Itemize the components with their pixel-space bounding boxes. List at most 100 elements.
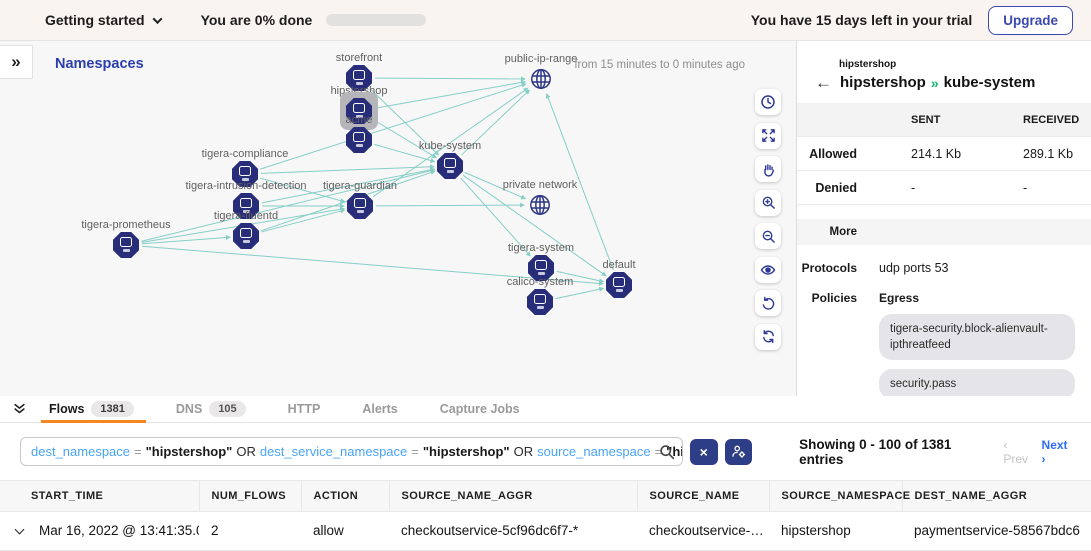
column-header-source_name[interactable]: SOURCE_NAME [637, 480, 770, 512]
stats-received-value: - [1023, 180, 1028, 195]
filter-token-op: = [134, 444, 142, 459]
back-arrow-icon[interactable]: ← [815, 73, 832, 92]
namespace-icon [233, 193, 259, 219]
tab-label: DNS [175, 401, 203, 416]
column-header-start_time[interactable]: START_TIME [0, 480, 200, 512]
graph-edge-hipstershop-to-public-ip-range [374, 80, 527, 109]
graph-node-private-network[interactable] [527, 192, 553, 218]
clear-filter-button[interactable]: × [689, 438, 718, 465]
cell-num_flows: 2 [211, 523, 219, 539]
filter-token-op: = [411, 444, 419, 459]
graph-node-tigera-fluentd[interactable] [233, 223, 259, 249]
policy-pill[interactable]: tigera-security.block-alienvault-ipthrea… [879, 314, 1075, 361]
egress-label: Egress [879, 291, 920, 305]
fit-screen-icon [761, 129, 775, 142]
graph-node-calico-system[interactable] [527, 289, 553, 315]
column-header-source_name_aggr[interactable]: SOURCE_NAME_AGGR [389, 480, 638, 512]
graph-node-tigera-prometheus[interactable] [113, 232, 139, 258]
monitor-base-shape [446, 170, 454, 173]
monitor-base-shape [242, 210, 250, 213]
protocols-label: Protocols [801, 261, 857, 275]
row-expander-chevron-icon[interactable] [14, 524, 25, 535]
graph-node-tigera-system[interactable] [528, 255, 554, 281]
graph-edge-tigera-fluentd-to-tigera-guardian [261, 208, 346, 233]
user-settings-button[interactable] [724, 438, 753, 465]
next-row-partial [0, 549, 1091, 551]
monitor-base-shape [615, 289, 623, 292]
next-page-button[interactable]: Next › [1041, 437, 1068, 466]
zoom-out-button[interactable] [755, 223, 781, 249]
tab-alerts[interactable]: Alerts [358, 395, 401, 422]
getting-started-label: Getting started [45, 12, 145, 28]
graph-title: Namespaces [55, 56, 144, 72]
column-header-action[interactable]: ACTION [301, 480, 390, 512]
namespace-icon [113, 232, 139, 258]
cell-source_name_aggr: checkoutservice-5cf96dc6f7-* [401, 523, 579, 539]
monitor-base-shape [122, 249, 130, 252]
fit-screen-button[interactable] [755, 122, 781, 149]
graph-node-public-ip-range[interactable] [528, 66, 554, 92]
pan-button[interactable] [755, 156, 781, 182]
graph-edge-default-to-public-ip-range [545, 93, 614, 271]
time-settings-button[interactable] [755, 89, 781, 115]
stats-gap [797, 205, 1091, 219]
graph-node-label-acme: acme [345, 114, 373, 126]
graph-node-kube-system[interactable] [437, 153, 463, 179]
namespace-icon [233, 223, 259, 249]
prev-page-button[interactable]: ‹ Prev [1003, 437, 1029, 466]
cell-start_time: Mar 16, 2022 @ 13:41:35.000 [0, 512, 199, 550]
namespace-icon [527, 289, 553, 315]
zoom-in-button[interactable] [755, 189, 781, 216]
monitor-screen-shape [444, 158, 456, 168]
namespace-icon [232, 161, 258, 187]
zoom-out-icon [762, 230, 775, 243]
column-header-num_flows[interactable]: NUM_FLOWS [199, 480, 302, 512]
upgrade-button[interactable]: Upgrade [988, 5, 1073, 35]
zoom-in-icon [762, 196, 775, 209]
cell-action: allow [313, 523, 344, 539]
column-header-source_namespace[interactable]: SOURCE_NAMESPACE [769, 480, 910, 512]
column-header-dest_name_aggr[interactable]: DEST_NAME_AGGR [902, 480, 1091, 512]
graph-edge-tigera-prometheus-to-kube-system [141, 168, 436, 242]
graph-node-label-public-ip-range: public-ip-range [504, 53, 578, 65]
graph-node-storefront[interactable] [346, 65, 372, 91]
policies-label: Policies [811, 291, 857, 305]
graph-node-acme[interactable] [346, 127, 372, 153]
monitor-screen-shape [120, 237, 132, 247]
graph-edge-tigera-intrusion-detection-to-kube-system [261, 167, 436, 204]
collapse-panel-button[interactable] [12, 402, 27, 416]
tab-label: Flows [49, 401, 85, 416]
graph-node-hipstershop[interactable] [340, 92, 378, 130]
edge-source-title: hipstershop [840, 74, 926, 91]
getting-started-menu[interactable]: Getting started [45, 12, 163, 28]
more-label: More [829, 226, 857, 238]
graph-node-tigera-intrusion-detection[interactable] [233, 193, 259, 219]
graph-node-default[interactable] [606, 272, 632, 298]
tab-capture-jobs[interactable]: Capture Jobs [436, 395, 524, 422]
monitor-screen-shape [613, 277, 625, 287]
protocols-value: udp ports 53 [879, 261, 949, 275]
pagination: ‹ Prev Next › [1003, 438, 1073, 466]
undo-button[interactable] [755, 290, 781, 316]
refresh-button[interactable] [755, 323, 781, 350]
filter-token-bool: OR [513, 444, 534, 459]
policy-pill[interactable]: security.pass [879, 369, 1075, 396]
expand-sidebar-tab[interactable]: » [0, 45, 33, 79]
graph-node-tigera-compliance[interactable] [232, 161, 258, 187]
tab-http[interactable]: HTTP [284, 395, 325, 422]
cell-source_name: checkoutservice-… [649, 523, 764, 539]
graph-node-tigera-guardian[interactable] [347, 193, 373, 219]
visibility-button[interactable] [755, 256, 781, 283]
clock-icon [761, 95, 775, 109]
double-chevron-down-icon [14, 403, 25, 413]
graph-edge-tigera-system-to-default [556, 270, 605, 284]
policies-row: Policies Egress tigera-security.block-al… [797, 291, 1091, 396]
cell-dest_name_aggr: paymentservice-58567bdc6 [914, 523, 1080, 539]
stats-row-label: Denied [815, 180, 857, 195]
